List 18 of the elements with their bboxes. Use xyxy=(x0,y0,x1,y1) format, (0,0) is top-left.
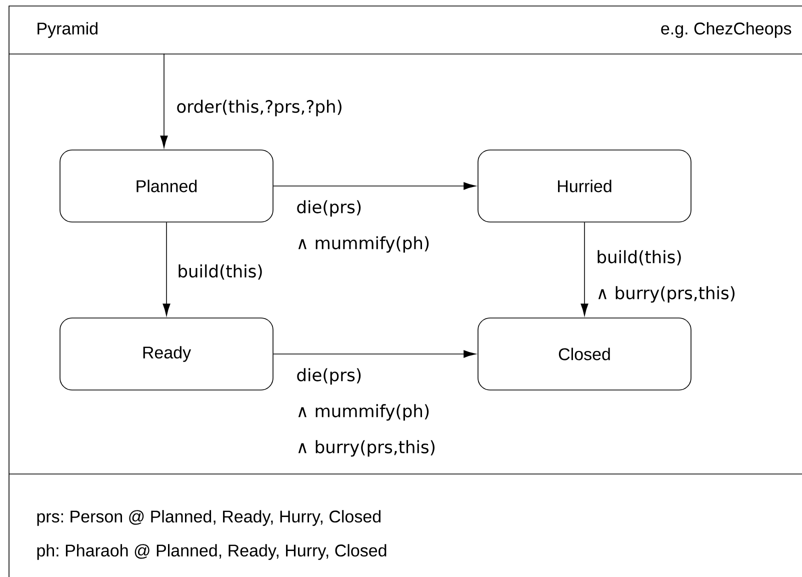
attribute-line: ph: Pharaoh @ Planned, Ready, Hurry, Closed xyxy=(37,544,386,560)
arrow xyxy=(580,222,588,316)
arrow xyxy=(273,350,476,358)
frame-subtitle: e.g. ChezCheops xyxy=(661,22,792,38)
edge-label: build(this) ∧ burry(prs,this) xyxy=(598,250,734,303)
frame-title: Pyramid xyxy=(38,22,98,38)
edge-label: die(prs) ∧ mummify(ph) xyxy=(297,200,429,253)
edge-label: die(prs) ∧ mummify(ph) ∧ burry(prs,this) xyxy=(297,368,434,457)
edge-label: build(this) xyxy=(178,264,262,280)
state-box: Closed xyxy=(478,318,692,390)
arrow xyxy=(162,222,170,316)
arrow xyxy=(273,182,476,190)
attribute-line: prs: Person @ Planned, Ready, Hurry, Closed xyxy=(37,510,380,526)
edge-label: order(this,?prs,?ph) xyxy=(177,100,342,116)
arrow xyxy=(160,53,168,148)
state-box: Planned xyxy=(60,150,274,222)
state-box: Hurried xyxy=(478,150,692,222)
state-box: Ready xyxy=(60,318,274,390)
